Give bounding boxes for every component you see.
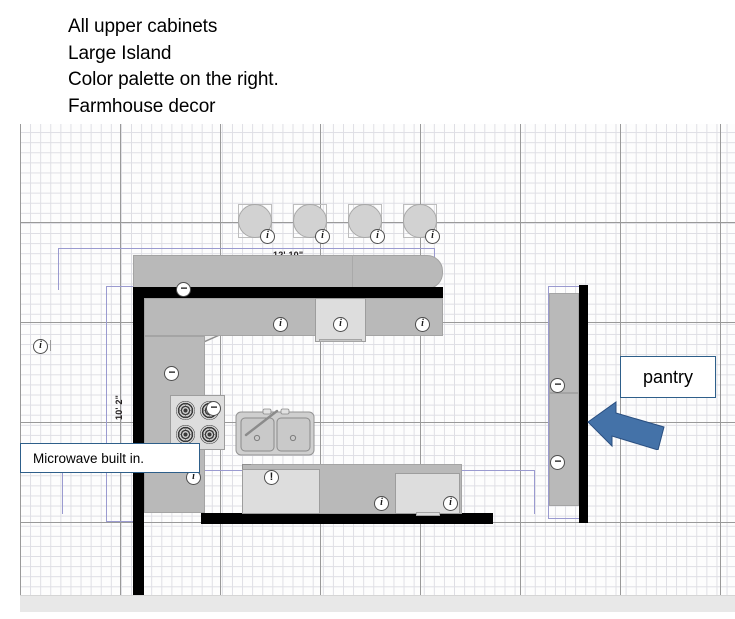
badge-pantry-lower[interactable]: − (550, 455, 565, 470)
callout-microwave[interactable]: Microwave built in. (20, 443, 200, 473)
wall-right (579, 285, 588, 523)
badge-bottom-counter-mid[interactable]: i (374, 496, 389, 511)
dim-label-left-wall: 10' 2" (114, 394, 124, 420)
plan-canvas-inner: 12' 10" 10' 2" 9' 2" − i i (20, 124, 735, 595)
wall-top (133, 287, 443, 298)
note-line-1: All upper cabinets (68, 16, 218, 37)
badge-island-right[interactable]: i (415, 317, 430, 332)
bottom-cabinet-left-corner (242, 464, 251, 469)
burner-back-right (200, 425, 219, 444)
badge-dishwasher[interactable]: i (333, 317, 348, 332)
badge-range[interactable]: − (206, 401, 221, 416)
callout-pantry[interactable]: pantry (620, 356, 716, 398)
badge-left-margin[interactable]: i (33, 339, 48, 354)
badge-sink[interactable]: i (273, 317, 288, 332)
note-line-4: Farmhouse decor (68, 95, 216, 117)
left-margin-tick (50, 340, 51, 351)
badge-stool-1[interactable]: i (260, 229, 275, 244)
wall-bottom (201, 513, 493, 524)
badge-bottom-cabinet-left[interactable]: ! (264, 470, 279, 485)
wall-left (133, 287, 144, 595)
dishwasher-handle (319, 339, 362, 342)
burner-back-left (176, 425, 195, 444)
bottom-cabinet-left[interactable] (242, 469, 320, 514)
badge-stool-2[interactable]: i (315, 229, 330, 244)
badge-stool-3[interactable]: i (370, 229, 385, 244)
upper-counter-run[interactable] (144, 298, 443, 336)
bottom-cabinet-right-handle (416, 512, 440, 516)
burner-front-left (176, 401, 195, 420)
badge-chair[interactable]: − (176, 282, 191, 297)
guide-left-wall (106, 286, 144, 522)
horizontal-scrollbar[interactable] (20, 595, 735, 612)
badge-pantry-upper[interactable]: − (550, 378, 565, 393)
badge-bottom-cabinet-right[interactable]: i (443, 496, 458, 511)
pantry-cabinet-lower[interactable] (549, 393, 579, 506)
plan-canvas[interactable]: 12' 10" 10' 2" 9' 2" − i i (20, 124, 735, 595)
double-basin-sink[interactable] (235, 408, 315, 456)
island-counter-seam (352, 255, 353, 289)
pantry-cabinet-upper[interactable] (549, 293, 579, 393)
badge-stool-4[interactable]: i (425, 229, 440, 244)
guide-right-wall (548, 286, 581, 519)
note-line-2: Large Island (68, 42, 172, 64)
plan-notes: All upper cabinets Large Island Color pa… (68, 14, 488, 120)
badge-upper-cabinet-left[interactable]: − (164, 366, 179, 381)
note-line-3: Color palette on the right. (68, 69, 279, 90)
pantry-arrow (587, 401, 665, 450)
